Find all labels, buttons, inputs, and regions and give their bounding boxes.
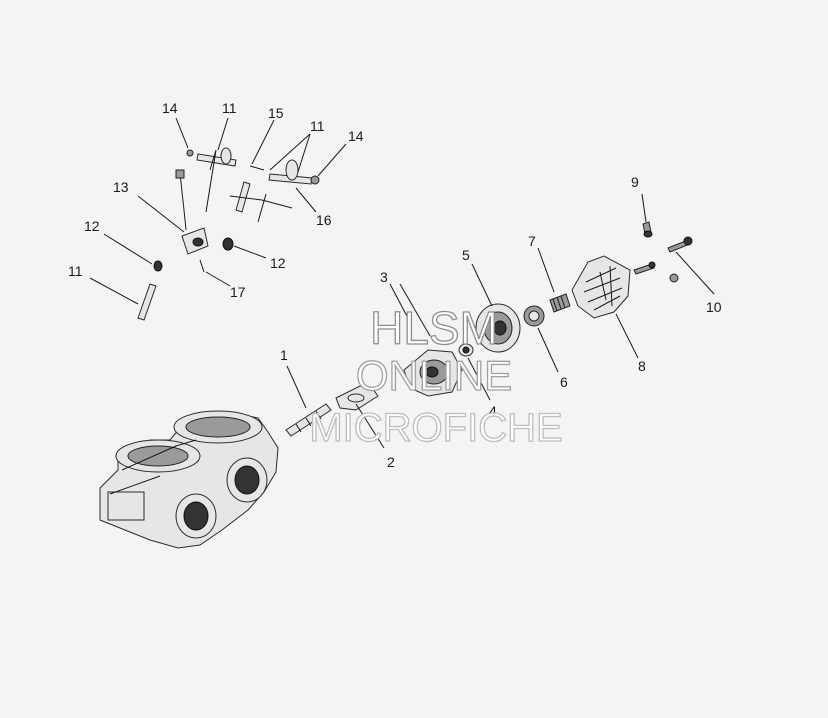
part-4-seal (458, 343, 474, 357)
callout-1: 1 (280, 347, 288, 363)
part-7-spring (549, 293, 571, 313)
callout-8: 8 (638, 358, 646, 374)
part-13-sensor (175, 169, 209, 255)
callout-16: 16 (316, 212, 332, 228)
callout-3: 3 (380, 269, 388, 285)
callout-10: 10 (706, 299, 722, 315)
callout-7: 7 (528, 233, 536, 249)
callout-12-left: 12 (84, 218, 100, 234)
callout-13: 13 (113, 179, 129, 195)
part-12-fittings (153, 237, 234, 272)
callout-11-right: 11 (310, 118, 325, 134)
callout-12-right: 12 (270, 255, 286, 271)
watermark-line-2: ONLINE (356, 352, 512, 399)
part-1-shaft (285, 403, 332, 437)
callouts: 1 2 3 4 5 6 7 8 9 10 11 11 11 12 12 13 1… (68, 100, 722, 470)
watermark-line-3: MICROFICHE (309, 406, 562, 450)
callout-15: 15 (268, 105, 284, 121)
watermark: HLSM ONLINE MICROFICHE (309, 301, 564, 450)
part-3-pump-housing (403, 349, 463, 397)
part-6-bearing (523, 305, 545, 327)
part-16-clamp (220, 147, 299, 181)
cylinder-block (99, 410, 279, 549)
callout-5: 5 (462, 247, 470, 263)
callout-11-left: 11 (68, 263, 83, 279)
watermark-line-1: HLSM (370, 302, 498, 354)
callout-4: 4 (489, 403, 497, 419)
part-8-pump-cover (571, 255, 631, 319)
callout-9: 9 (631, 174, 639, 190)
part-2-gasket (335, 385, 379, 411)
callout-17: 17 (230, 284, 246, 300)
part-14-caps (186, 149, 320, 185)
callout-11-top: 11 (222, 100, 237, 116)
part-11-tubes (137, 149, 313, 321)
part-10-bolts (633, 236, 693, 283)
leader-lines (89, 117, 715, 449)
callout-14-left: 14 (162, 100, 178, 116)
callout-2: 2 (387, 454, 395, 470)
part-9-bolt (642, 221, 653, 238)
callout-6: 6 (560, 374, 568, 390)
callout-14-right: 14 (348, 128, 364, 144)
part-17-screw (199, 259, 205, 273)
part-15-hose (229, 165, 293, 223)
part-5-impeller (475, 303, 521, 353)
